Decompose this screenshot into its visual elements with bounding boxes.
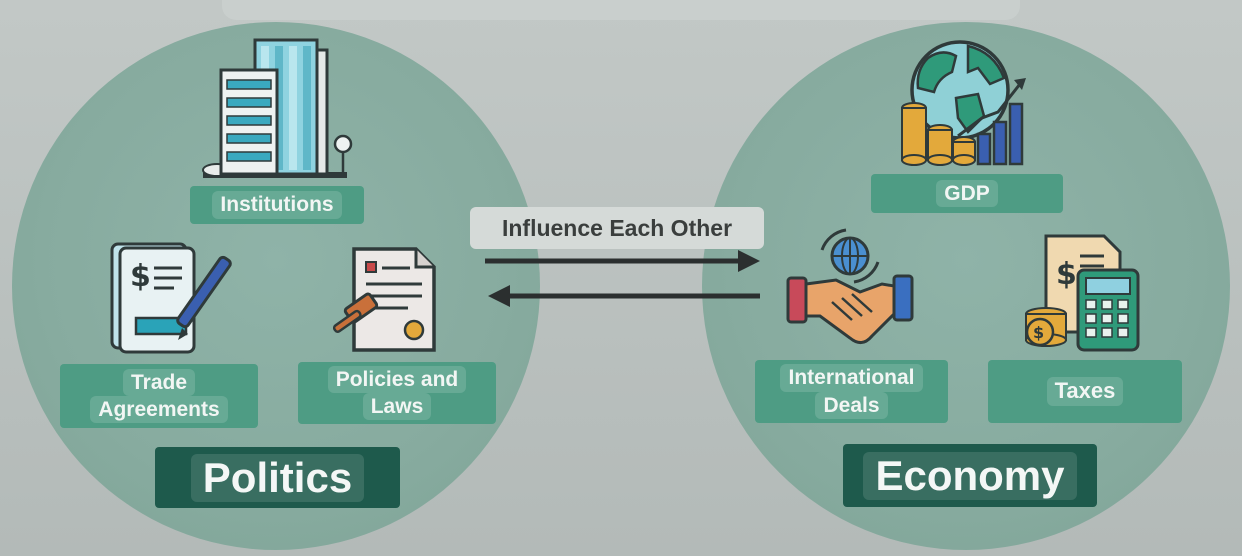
arrow-left-icon [488,285,760,307]
taxes-label: Taxes [988,360,1182,423]
top-banner [222,0,1020,20]
politics-title: Politics [155,447,400,508]
arrow-right-icon [485,250,760,272]
building-icon [202,38,353,178]
handshake-globe-icon [786,228,914,344]
calculator-coins-icon: $ $ [1025,234,1140,352]
svg-text:$: $ [1056,257,1077,292]
trade-agreements-label: Trade Agreements [60,364,258,428]
relation-label: Influence Each Other [470,207,764,249]
international-deals-label: International Deals [755,360,948,423]
svg-text:$: $ [130,259,151,294]
policies-and-laws-label: Policies and Laws [298,362,496,424]
bidirectional-arrows [485,250,760,307]
institutions-label: Institutions [190,186,364,224]
contract-icon: $ [110,242,232,354]
gdp-label: GDP [871,174,1063,213]
globe-growth-chart-icon [901,40,1026,166]
svg-text:$: $ [1033,323,1044,342]
gavel-document-icon [332,247,436,352]
economy-title: Economy [843,444,1097,507]
